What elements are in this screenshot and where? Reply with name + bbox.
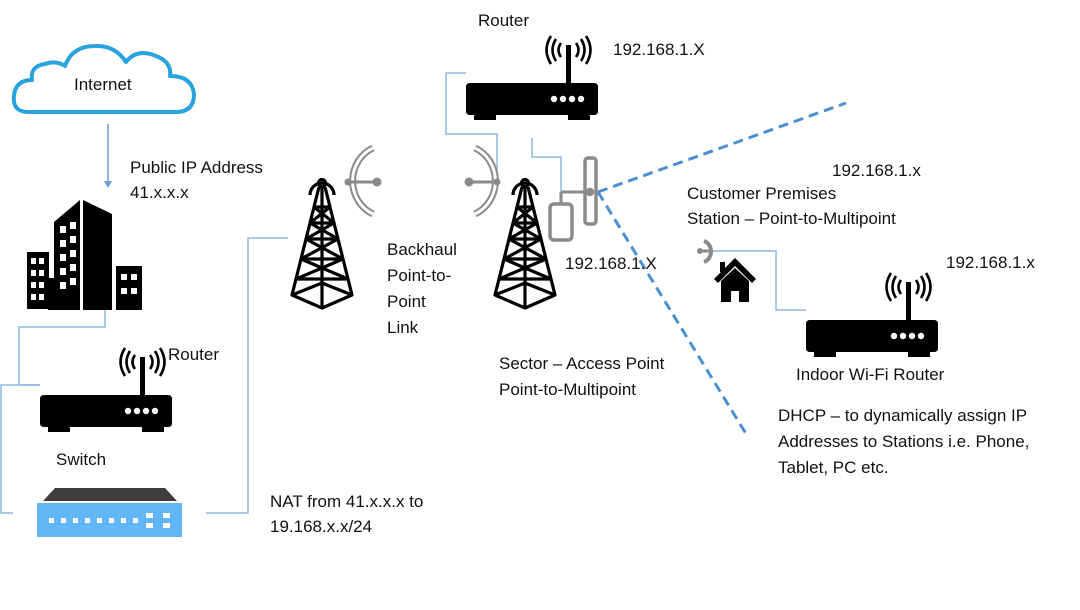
dhcp-line-2: Addresses to Stations i.e. Phone, <box>778 432 1030 451</box>
router-tower-label: Router <box>478 11 530 30</box>
internet-uplink-arrow <box>104 124 112 188</box>
cpe-ip: 192.168.1.x <box>832 161 921 180</box>
backhaul-line-3: Point <box>387 292 426 311</box>
backhaul-line-4: Link <box>387 318 419 337</box>
cpe-line-1: Customer Premises <box>687 184 837 203</box>
wire-cpe-indoor-router <box>708 250 806 311</box>
wifi-router-icon <box>464 34 600 122</box>
indoor-router-label: Indoor Wi-Fi Router <box>796 365 945 384</box>
wire-router-sector <box>531 138 562 203</box>
nat-line-2: 19.168.x.x/24 <box>270 517 373 536</box>
wire-router-dish <box>445 72 498 180</box>
cell-tower-icon <box>290 177 354 310</box>
dish-antenna-icon <box>464 144 501 218</box>
cloud-icon <box>11 43 196 114</box>
switch-label: Switch <box>56 450 107 469</box>
nat-line-1: NAT from 41.x.x.x to <box>270 492 424 511</box>
cell-tower-icon <box>493 177 557 310</box>
backhaul-line-2: Point-to- <box>387 266 452 285</box>
public-ip-value: 41.x.x.x <box>130 183 189 202</box>
network-switch-icon <box>37 488 182 537</box>
dhcp-line-1: DHCP – to dynamically assign IP <box>778 406 1028 425</box>
sector-line-2: Point-to-Multipoint <box>499 380 637 399</box>
wifi-router-icon <box>38 346 174 434</box>
sector-line-1: Sector – Access Point <box>499 354 665 373</box>
cpe-line-2: Station – Point-to-Multipoint <box>687 209 896 228</box>
public-ip-title: Public IP Address <box>130 158 263 177</box>
wire-router-switch <box>0 384 40 514</box>
cpe-antenna-icon <box>697 239 713 264</box>
sector-antenna-icon <box>548 156 598 242</box>
house-icon <box>714 258 756 302</box>
wireless-links <box>596 101 847 438</box>
internet-label: Internet <box>74 75 132 94</box>
wired-links <box>0 72 806 514</box>
office-building-icon <box>27 200 142 310</box>
wifi-router-icon <box>804 271 940 359</box>
backhaul-line-1: Backhaul <box>387 240 457 259</box>
wire-building-router <box>18 304 106 386</box>
sector-ip: 192.168.1.X <box>565 254 657 273</box>
dish-antenna-icon <box>344 144 382 218</box>
indoor-router-ip: 192.168.1.x <box>946 253 1035 272</box>
router-local-label: Router <box>168 345 220 364</box>
dhcp-line-3: Tablet, PC etc. <box>778 458 889 477</box>
wire-switch-tower <box>206 237 288 514</box>
wireless-link-upper <box>597 101 847 194</box>
router-tower-ip: 192.168.1.X <box>613 40 705 59</box>
